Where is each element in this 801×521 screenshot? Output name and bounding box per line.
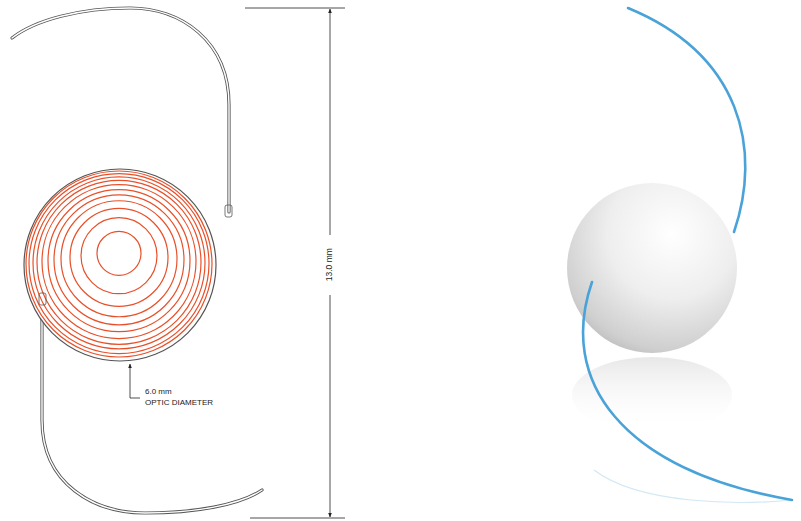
callout-label: 6.0 mm [143,388,174,397]
callout-label: OPTIC DIAMETER [143,399,215,408]
lens-render [567,8,792,502]
diffractive-rings [26,171,212,357]
dimension-label: 13.0 mm [325,246,334,283]
dimension-line [245,8,345,518]
optic-outline [24,169,216,361]
haptic-junction [39,205,232,305]
leader-line [130,364,140,398]
haptic-loop [12,8,262,513]
